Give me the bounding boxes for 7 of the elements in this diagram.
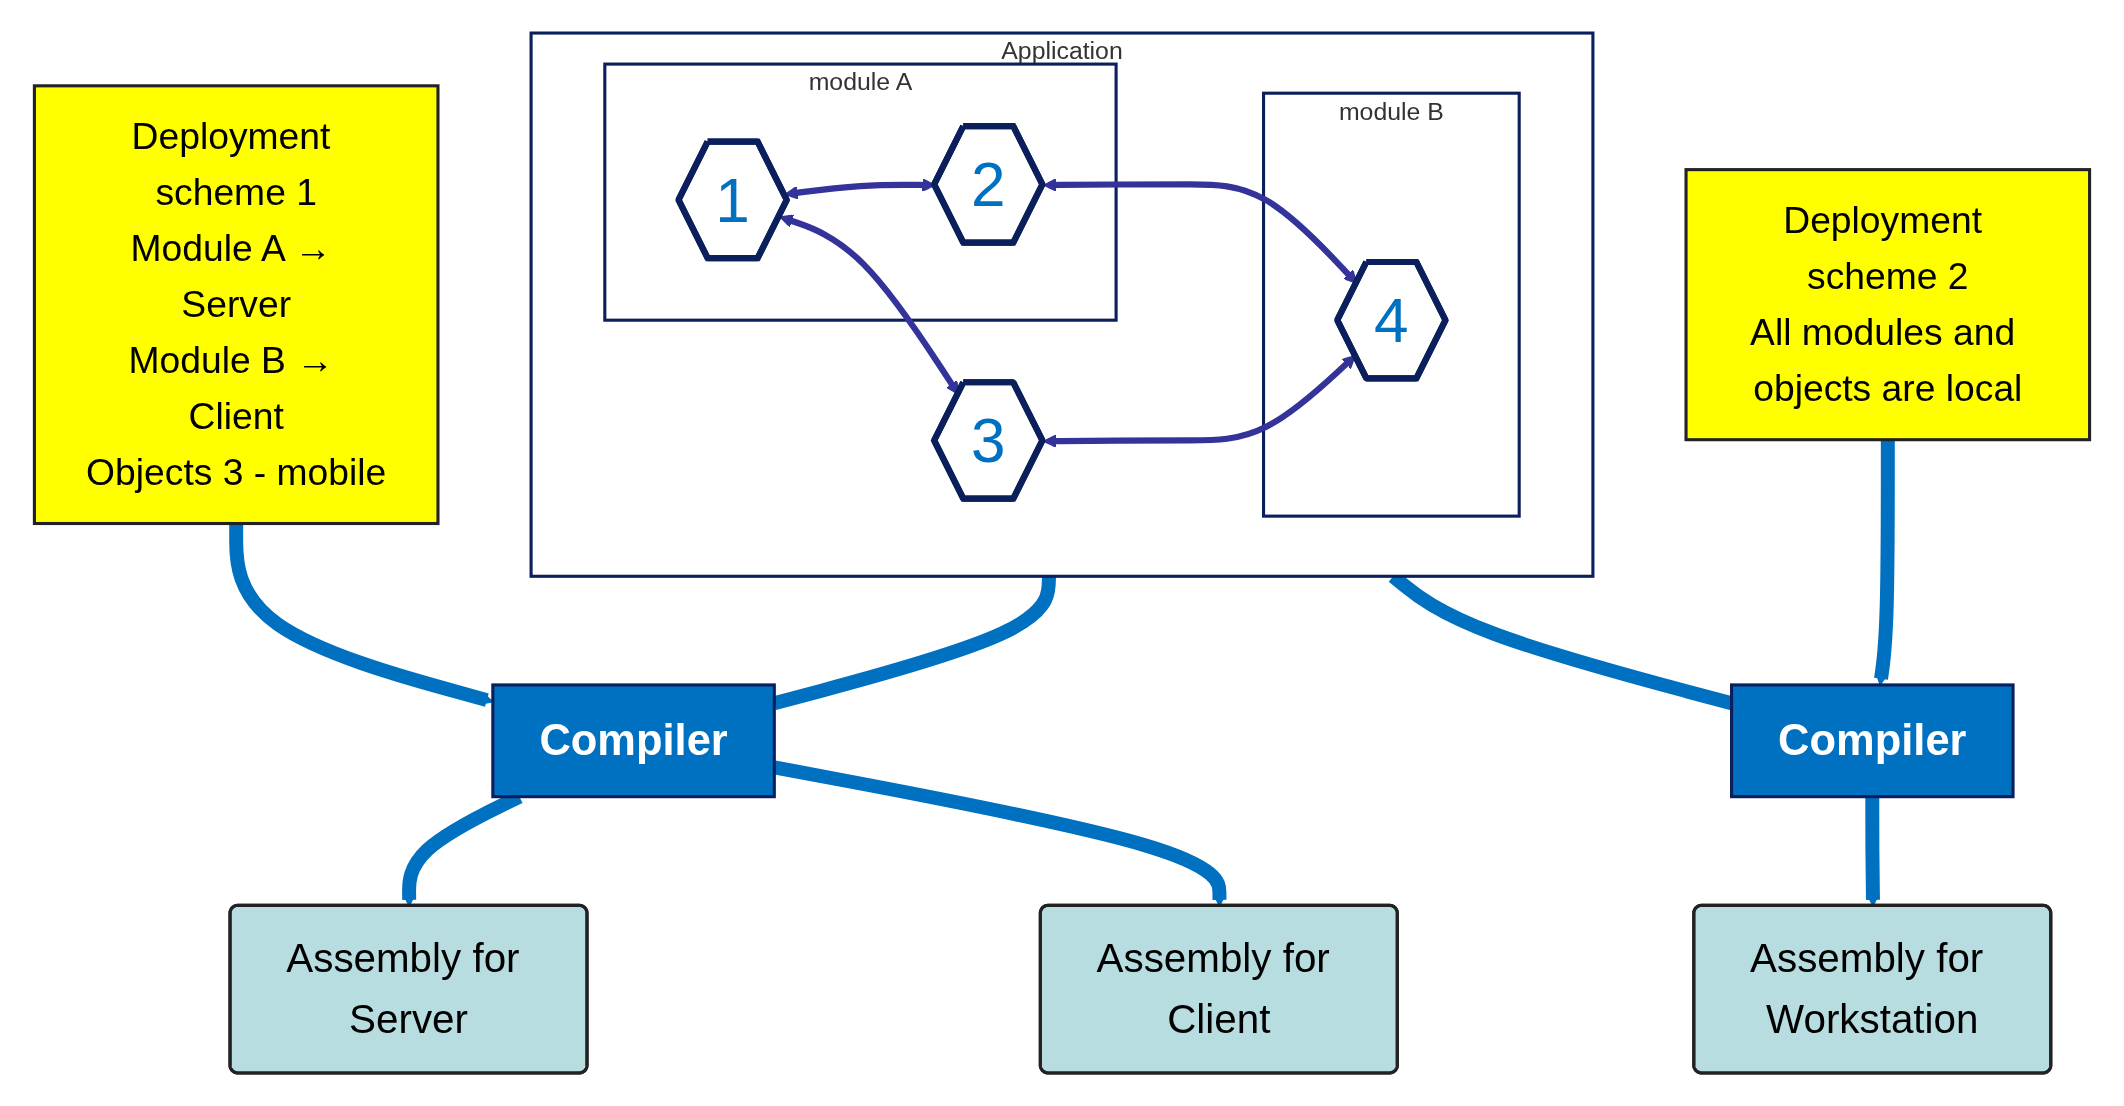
node-box: Deployment scheme 1 Module A → Server Module B → Client Objects 3 - mobile xyxy=(32,84,440,526)
node-box: Deployment scheme 2 All modules and objects are local xyxy=(1684,168,2092,442)
arrow xyxy=(1043,178,1358,285)
node-box: Compiler xyxy=(1730,683,2015,799)
arrow xyxy=(1043,354,1356,448)
arrow xyxy=(779,214,960,395)
node-box: Compiler xyxy=(491,683,776,799)
